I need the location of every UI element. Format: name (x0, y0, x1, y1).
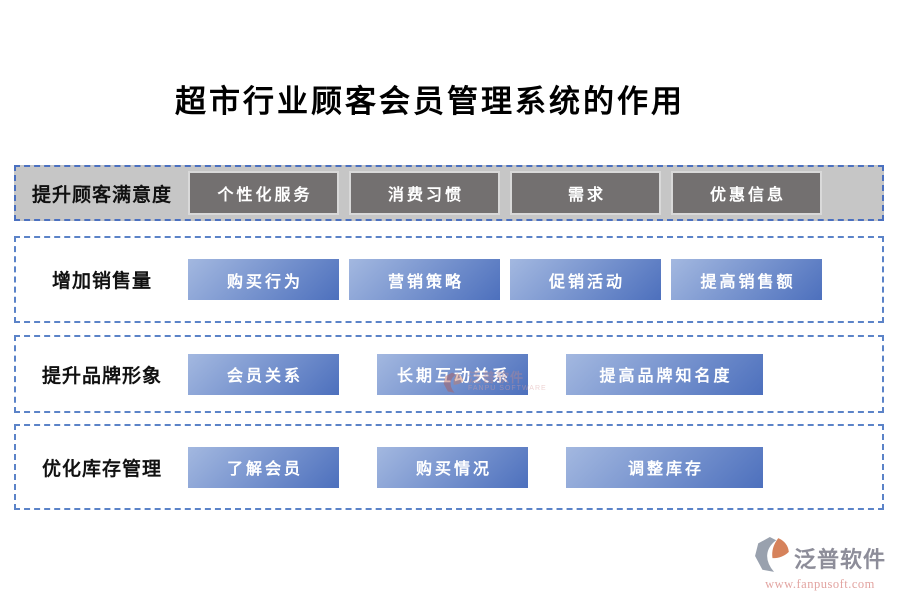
row-boxes-inventory-management: 了解会员 购买情况 调整库存 (188, 446, 763, 488)
row-label-increase-sales: 增加销售量 (51, 271, 152, 292)
row-label-inventory-management: 优化库存管理 (41, 458, 162, 480)
brand-footer: 泛普软件 www.fanpusoft.com (754, 536, 886, 592)
box-purchase-situation: 购买情况 (377, 446, 528, 488)
box-demand: 需求 (510, 171, 661, 215)
box-purchase-behavior: 购买行为 (188, 259, 339, 300)
brand-url: www.fanpusoft.com (765, 577, 875, 591)
row-brand-image: 提升品牌形象 会员关系 长期互动关系 提高品牌知名度 (14, 335, 884, 413)
row-boxes-increase-sales: 购买行为 营销策略 促销活动 提高销售额 (188, 259, 822, 300)
box-personalized-service: 个性化服务 (188, 171, 339, 215)
box-know-members: 了解会员 (188, 446, 339, 488)
box-long-term-interaction: 长期互动关系 (377, 353, 528, 395)
brand-top: 泛普软件 (754, 536, 886, 579)
row-label-brand-image: 提升品牌形象 (41, 365, 162, 387)
row-boxes-customer-satisfaction: 个性化服务 消费习惯 需求 优惠信息 (188, 171, 822, 215)
fanpu-logo-icon (754, 536, 792, 579)
box-increase-revenue: 提高销售额 (671, 259, 822, 300)
row-inventory-management: 优化库存管理 了解会员 购买情况 调整库存 (14, 424, 884, 510)
box-brand-awareness: 提高品牌知名度 (566, 353, 763, 395)
box-promotion-activity: 促销活动 (510, 259, 661, 300)
box-adjust-inventory: 调整库存 (566, 446, 763, 488)
row-boxes-brand-image: 会员关系 长期互动关系 提高品牌知名度 (188, 353, 763, 395)
box-discount-info: 优惠信息 (671, 171, 822, 215)
page-title: 超市行业顾客会员管理系统的作用 (175, 83, 685, 119)
row-customer-satisfaction: 提升顾客满意度 个性化服务 消费习惯 需求 优惠信息 (14, 165, 884, 221)
row-increase-sales: 增加销售量 购买行为 营销策略 促销活动 提高销售额 (14, 236, 884, 323)
brand-name: 泛普软件 (793, 546, 886, 572)
row-label-customer-satisfaction: 提升顾客满意度 (31, 184, 172, 206)
box-member-relations: 会员关系 (188, 353, 339, 395)
box-marketing-strategy: 营销策略 (349, 259, 500, 300)
box-consumption-habits: 消费习惯 (349, 171, 500, 215)
